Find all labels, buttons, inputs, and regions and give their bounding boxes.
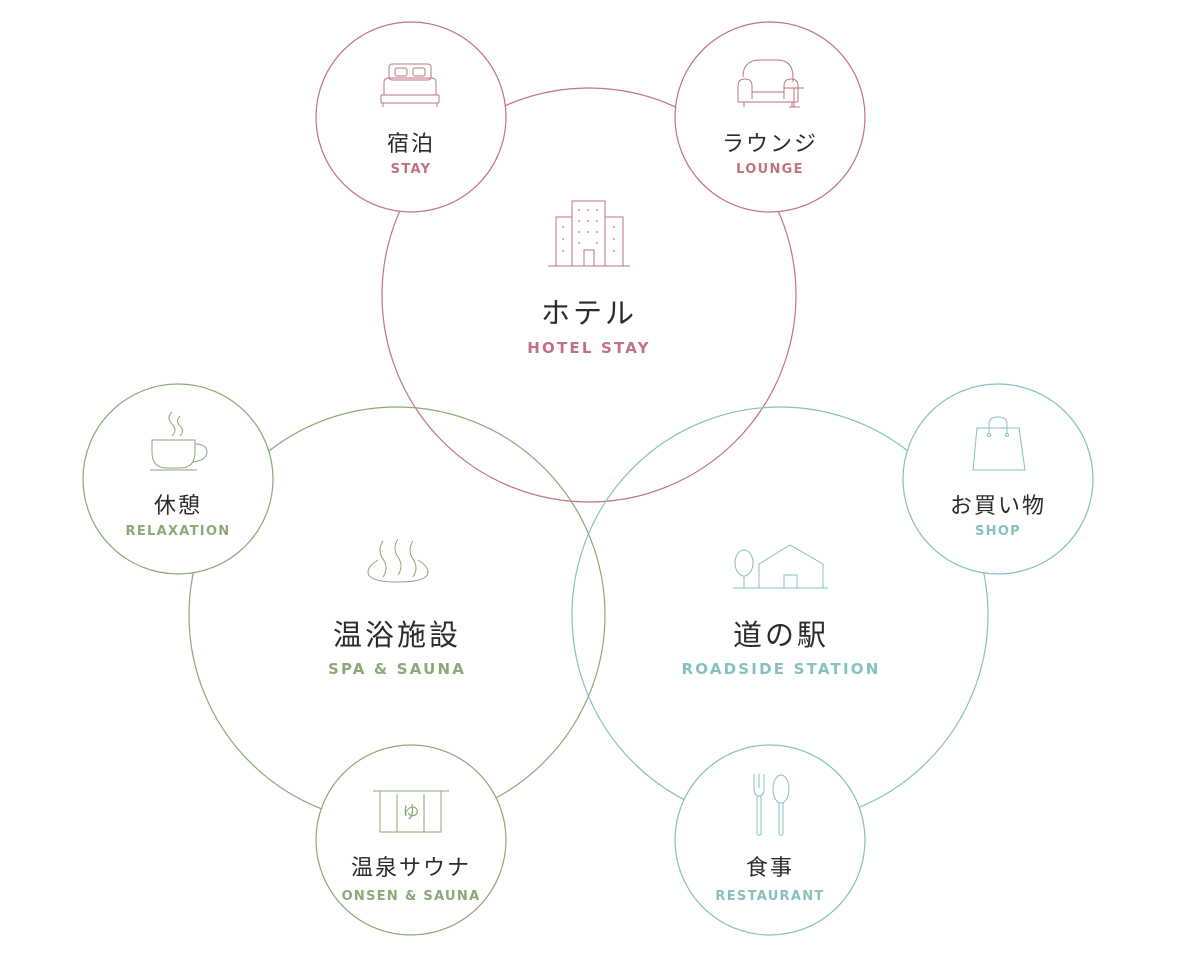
stay-subtitle: STAY bbox=[390, 162, 432, 177]
house-tree-icon bbox=[733, 544, 828, 589]
hotel-subtitle: HOTEL STAY bbox=[527, 339, 651, 357]
onsen-circle bbox=[315, 744, 507, 936]
noren-curtain-icon: ゆ bbox=[373, 790, 449, 833]
onsen-title: 温泉サウナ bbox=[350, 856, 472, 881]
lounge-title: ラウンジ bbox=[721, 132, 819, 157]
stay-circle bbox=[315, 21, 507, 213]
relaxation-circle bbox=[82, 383, 274, 575]
restaurant-circle bbox=[674, 744, 866, 936]
shop-subtitle: SHOP bbox=[974, 524, 1022, 539]
svg-text:ゆ: ゆ bbox=[403, 803, 420, 823]
relaxation-subtitle: RELAXATION bbox=[125, 524, 231, 539]
station-subtitle: ROADSIDE STATION bbox=[681, 660, 881, 678]
lounge-subtitle: LOUNGE bbox=[736, 162, 804, 177]
station-title: 道の駅 bbox=[732, 618, 830, 652]
stay-title: 宿泊 bbox=[386, 132, 436, 157]
lounge-circle bbox=[674, 21, 866, 213]
fork-spoon-icon bbox=[753, 774, 790, 836]
shopping-bag-icon bbox=[972, 416, 1026, 471]
hotel-circle bbox=[381, 87, 797, 503]
shop-circle bbox=[902, 383, 1094, 575]
building-icon bbox=[548, 200, 630, 267]
hot-spring-icon bbox=[367, 538, 429, 583]
armchair-icon bbox=[737, 59, 804, 108]
hotel-title: ホテル bbox=[540, 296, 638, 330]
spa-title: 温浴施設 bbox=[332, 618, 462, 652]
spa-subtitle: SPA & SAUNA bbox=[327, 660, 467, 678]
coffee-cup-icon bbox=[150, 411, 208, 471]
relaxation-title: 休憩 bbox=[153, 494, 203, 519]
bed-icon bbox=[380, 63, 440, 107]
restaurant-subtitle: RESTAURANT bbox=[715, 889, 825, 904]
onsen-subtitle: ONSEN & SAUNA bbox=[341, 889, 481, 904]
shop-title: お買い物 bbox=[949, 494, 1047, 519]
restaurant-title: 食事 bbox=[745, 856, 795, 881]
